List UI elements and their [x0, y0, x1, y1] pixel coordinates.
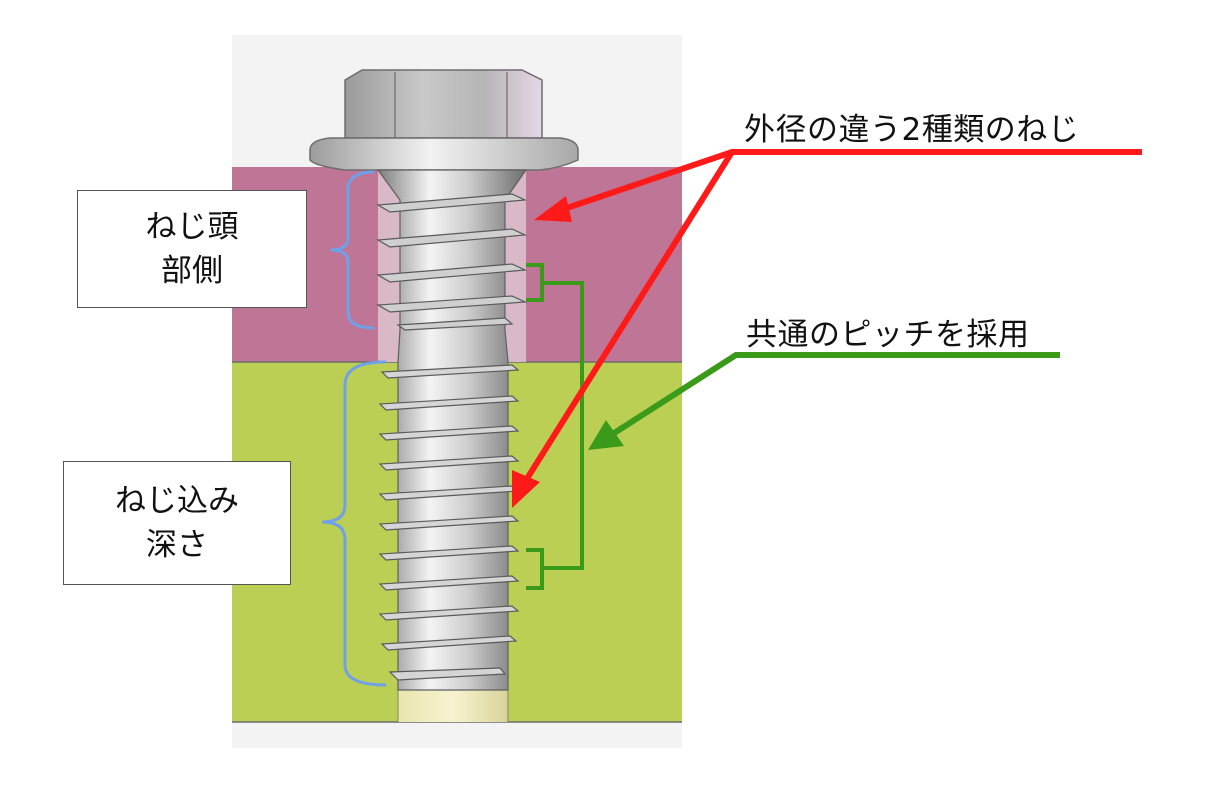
label-line: 深さ	[146, 527, 208, 563]
label-line: ねじ込み	[115, 483, 239, 519]
pitch-bracket-group	[526, 263, 584, 590]
label-engagement-depth: ねじ込み 深さ	[63, 461, 291, 585]
green-arrowhead	[588, 420, 624, 450]
brace-engagement-depth	[321, 360, 387, 687]
red-arrow-group	[515, 149, 1142, 495]
red-arrowhead-upper	[534, 196, 572, 222]
label-line: ねじ頭	[145, 209, 239, 245]
red-arrowhead-lower	[512, 470, 540, 508]
callout-two-diameters: 外径の違う2種類のねじ	[744, 112, 1080, 148]
label-screw-head-side: ねじ頭 部側	[77, 190, 307, 308]
hex-flange-head-icon	[309, 69, 579, 171]
green-arrow-line	[606, 352, 1060, 440]
brace-head-side	[329, 170, 375, 330]
screw-thread-icon	[376, 169, 528, 691]
callout-common-pitch: 共通のピッチを採用	[746, 317, 1030, 353]
label-line: 部側	[161, 253, 223, 289]
